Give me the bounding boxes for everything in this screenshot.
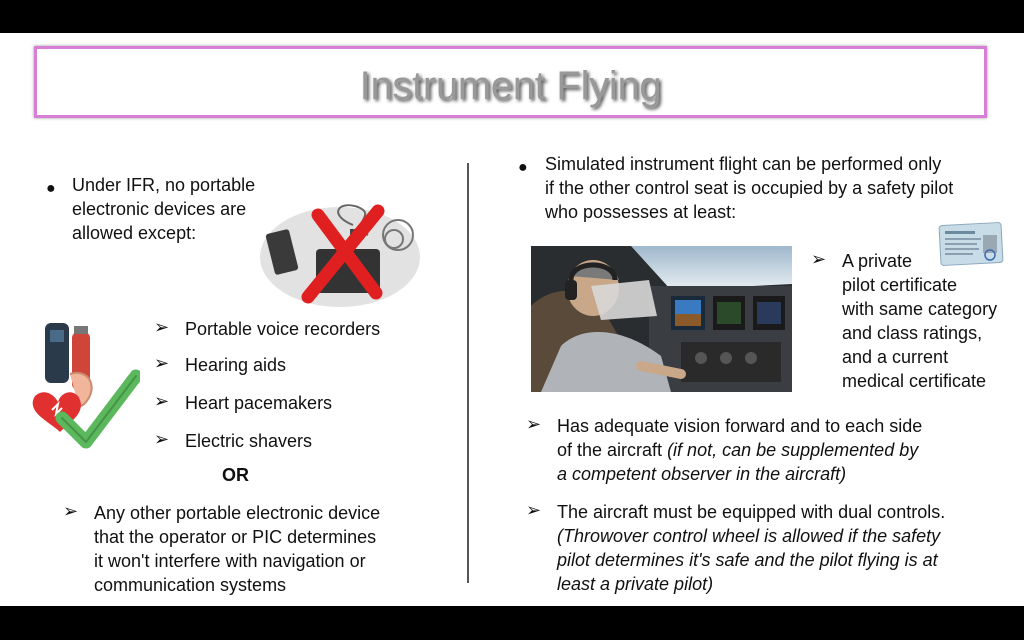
bullet-icon: ● xyxy=(518,159,528,176)
right-intro-line-2: if the other control seat is occupied by… xyxy=(545,178,954,198)
column-divider xyxy=(467,163,469,583)
cert-line-4: and class ratings, xyxy=(842,323,983,343)
arrow-icon: ➢ xyxy=(154,429,170,449)
slide: Instrument Flying ● Under IFR, no portab… xyxy=(0,33,1024,606)
arrow-icon: ➢ xyxy=(526,414,542,434)
no-devices-illustration xyxy=(260,204,420,307)
controls-line-4-italic: least a private pilot) xyxy=(557,574,714,594)
left-intro-line-2: electronic devices are xyxy=(72,199,247,219)
cert-line-1: A private xyxy=(842,251,913,271)
left-intro-line-1: Under IFR, no portable xyxy=(72,175,256,195)
other-device-line-2: that the operator or PIC determines xyxy=(94,527,377,547)
vision-line-2-text: of the aircraft xyxy=(557,440,668,460)
vision-line-2: of the aircraft (if not, can be suppleme… xyxy=(557,438,918,462)
allowed-item-voice-recorders: Portable voice recorders xyxy=(185,319,381,339)
title-box: Instrument Flying xyxy=(34,46,987,118)
vision-line-1: Has adequate vision forward and to each … xyxy=(557,416,923,436)
controls-line-1: The aircraft must be equipped with dual … xyxy=(557,502,946,522)
page-title: Instrument Flying xyxy=(359,64,662,108)
cockpit-photo xyxy=(531,246,792,392)
controls-line-2-italic: (Throwover control wheel is allowed if t… xyxy=(557,526,941,546)
controls-line-3-italic: pilot determines it's safe and the pilot… xyxy=(557,550,938,570)
controls-line-4: least a private pilot) xyxy=(557,572,713,596)
other-device-line-3: it won't interfere with navigation or xyxy=(94,551,366,571)
arrow-icon: ➢ xyxy=(63,501,79,521)
arrow-icon: ➢ xyxy=(526,500,542,520)
or-label: OR xyxy=(222,465,249,485)
cert-line-2: pilot certificate xyxy=(842,275,958,295)
left-intro-line-3: allowed except: xyxy=(72,223,197,243)
allowed-devices-illustration xyxy=(32,323,140,449)
controls-line-2: (Throwover control wheel is allowed if t… xyxy=(557,524,940,548)
allowed-item-shavers: Electric shavers xyxy=(185,431,313,451)
arrow-icon: ➢ xyxy=(154,391,170,411)
arrow-icon: ➢ xyxy=(811,249,827,269)
cert-line-5: and a current xyxy=(842,347,949,367)
other-device-line-1: Any other portable electronic device xyxy=(94,503,381,523)
right-intro-line-3: who possesses at least: xyxy=(545,202,737,222)
cert-line-3: with same category xyxy=(842,299,998,319)
arrow-icon: ➢ xyxy=(154,317,170,337)
vision-line-3: a competent observer in the aircraft) xyxy=(557,462,846,486)
controls-line-3: pilot determines it's safe and the pilot… xyxy=(557,548,938,572)
other-device-line-4: communication systems xyxy=(94,575,287,595)
bullet-icon: ● xyxy=(46,180,56,197)
allowed-item-hearing-aids: Hearing aids xyxy=(185,355,287,375)
pilot-certificate-image xyxy=(938,222,1004,266)
vision-line-3-italic: a competent observer in the aircraft) xyxy=(557,464,847,484)
arrow-icon: ➢ xyxy=(154,353,170,373)
allowed-item-pacemakers: Heart pacemakers xyxy=(185,393,333,413)
vision-line-2-italic: (if not, can be supplemented by xyxy=(667,440,919,460)
right-intro-line-1: Simulated instrument flight can be perfo… xyxy=(545,154,942,174)
cert-line-6: medical certificate xyxy=(842,371,987,391)
